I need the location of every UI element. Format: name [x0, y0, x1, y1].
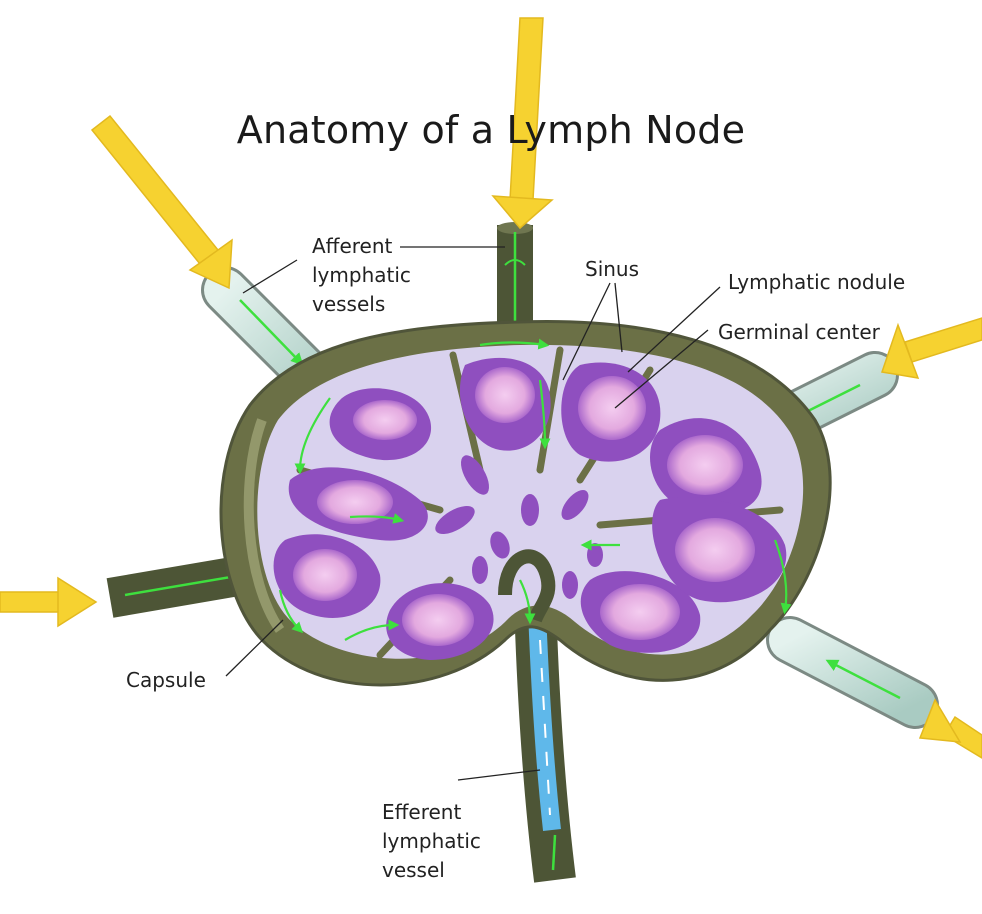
label-capsule: Capsule [126, 668, 206, 692]
pointer-arrows [0, 17, 982, 759]
flow-arrows [278, 338, 792, 641]
label-efferent-line-1: Efferent [382, 800, 462, 824]
label-afferent-line-3: vessels [312, 292, 386, 316]
label-lymphatic-nodule: Lymphatic nodule [728, 270, 906, 294]
yellow-arrow-left [0, 576, 98, 628]
label-afferent-line-1: Afferent [312, 234, 393, 258]
label-germinal-center: Germinal center [718, 320, 880, 344]
hilum [498, 549, 556, 623]
yellow-arrow-right-bottom [918, 698, 982, 759]
yellow-arrow-right-top [881, 317, 982, 379]
efferent-vessel [514, 599, 576, 883]
label-efferent-lymphatic-vessel: Efferent lymphatic vessel [382, 798, 481, 885]
label-efferent-line-2: lymphatic [382, 829, 481, 853]
leader-lines [225, 246, 721, 781]
label-afferent-lymphatic-vessels: Afferent lymphatic vessels [312, 232, 411, 319]
lymphatic-nodules [273, 357, 787, 660]
label-efferent-line-3: vessel [382, 858, 445, 882]
yellow-arrow-top [491, 17, 554, 230]
label-afferent-line-2: lymphatic [312, 263, 411, 287]
label-sinus: Sinus [585, 257, 640, 281]
diagram-title: Anatomy of a Lymph Node [236, 108, 746, 152]
yellow-arrow-top-left [90, 114, 233, 290]
afferent-vessel-right-bottom [766, 616, 939, 729]
